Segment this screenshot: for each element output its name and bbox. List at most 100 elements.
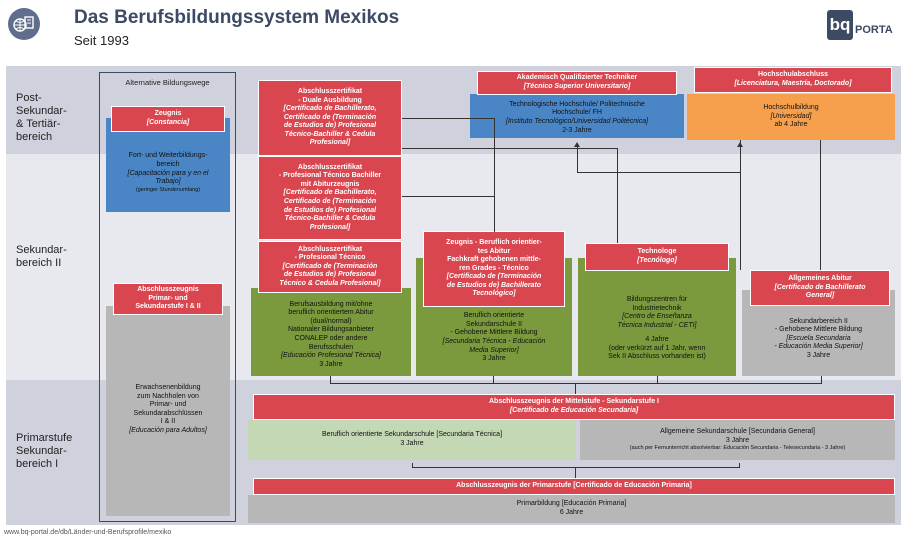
ceti-box: Bildungszentren für Industrietechnik [Ce… [578,258,736,376]
connector [617,242,618,243]
allg-sek1-box: Allgemeine Sekundarschule [Secundaria Ge… [580,420,895,460]
connector [617,148,618,242]
tech-hochschule-spanish: [Instituto Tecnológico/Universidad Polit… [505,118,649,125]
tech-hochschule-duration: 2-3 Jahre [562,126,592,134]
tech-hochschule-label: Technologische Hochschule/ Politechnisch… [509,100,645,117]
logo: bq PORTA [827,10,901,42]
hochschule-label: Hochschulbildung [763,104,819,112]
connector [402,148,617,149]
cert-abitur-sub: [Certificado de Bachillerato General] [774,283,866,300]
hochschule-box: Hochschulbildung [Universidad] ab 4 Jahr… [687,94,895,140]
hochschule-duration: ab 4 Jahre [774,121,808,129]
footer-url[interactable]: www.bq-portal.de/db/Länder-und-Berufspro… [4,529,172,536]
cert-tecnico-box: Abschlusszertifikat - Profesional Técnic… [258,241,402,293]
beruf-sek1-label: Beruflich orientierte Sekundarschule [Se… [321,431,503,439]
page-title: Das Berufsbildungssystem Mexikos [74,7,400,28]
beruf-sek1-duration: 3 Jahre [400,440,424,447]
allg-sek1-note: (auch per Fernunterricht absolvierbar: E… [629,445,846,452]
tech-hochschule-box: Technologische Hochschule/ Politechnisch… [470,94,684,138]
hsa-cert-box: Hochschulabschluss [Licenciatura, Maestr… [694,67,892,93]
ceti-label: Bildungszentren für Industrietechnik [626,295,688,312]
cert-dual-sub: [Certificado de Bachillerato, Certificad… [283,105,377,147]
cert-bachillerato-tec-title: Zeugnis - Beruflich orientier- tes Abitu… [446,238,542,272]
connector [821,376,822,384]
connector [575,467,576,478]
berufsausbildung-box: Berufsausbildung mit/ohne beruflich orie… [251,288,411,376]
connector [820,140,821,270]
page-subtitle: Seit 1993 [74,33,129,48]
beruf-sek1-box: Beruflich orientierte Sekundarschule [Se… [248,420,576,460]
connector [739,463,740,468]
aqt-sub: [Técnico Superior Universitario] [523,83,631,90]
connector [740,140,741,270]
fort-spanish: [Capacitación para y en el Trabajo] [127,169,209,186]
cert-dual-title: Abschlusszertifikat - Duale Ausbildung [297,87,363,104]
primar-label: Primarbildung [Educación Primaria] [516,500,627,508]
beruf-sekundarschule-spanish: [Secundaria Técnica - Educación Media Su… [442,338,546,354]
connector [402,196,494,197]
cert-primar-box: Abschlusszeugnis der Primarstufe [Certif… [253,478,895,495]
sekundarbereich2-label: Sekundarbereich II - Gehobene Mittlere B… [774,317,863,334]
cert-bachillerato-tec-box: Zeugnis - Beruflich orientier- tes Abitu… [423,231,565,307]
abschluss-alt-box: Abschlusszeugnis Primar- und Sekundarstu… [113,283,223,315]
arrow-up-icon [574,142,580,147]
connector [412,463,413,468]
cert-mittelstufe-sub: [Certificado de Educación Secundaria] [509,407,639,414]
hsa-title: Hochschulabschluss [757,71,829,79]
berufsausbildung-spanish: [Educación Profesional Técnica] [281,352,381,360]
fort-label: Fort- und Weiterbildungs- bereich [128,152,208,168]
cert-abitur-box: Allgemeines Abitur [Certificado de Bachi… [750,270,890,306]
erwachsenen-label: Erwachsenenbildung zum Nachholen von Pri… [133,384,203,426]
logo-text: PORTA [855,24,893,36]
zeugnis-title: Zeugnis [154,110,182,118]
connector [412,467,740,468]
cert-mittelstufe-title: Abschlusszeugnis der Mittelstufe - Sekun… [489,398,659,406]
connector [577,147,578,173]
fort-note: (geringer Stundenumfang) [135,186,201,193]
cert-bachiller-box: Abschlusszertifikat - Profesional Técnic… [258,156,402,240]
cert-tecnologo-box: Technologe [Tecnólogo] [585,243,729,271]
alt-column-frame [99,72,236,522]
cert-tecnologo-title: Technologe [637,248,677,256]
alt-column-header: Alternative Bildungswege [125,78,210,87]
zeugnis-box: Zeugnis [Constancia] [111,106,225,132]
ceti-spanish: [Centro de Enseñanza Técnica Industrial … [617,313,697,329]
berufsausbildung-label: Berufsausbildung mit/ohne beruflich orie… [288,300,374,351]
primar-duration: 6 Jahre [559,509,584,516]
cert-tecnico-sub: [Certificado de (Terminación de Estudios… [279,262,381,287]
hochschule-spanish: [Universidad] [770,112,812,120]
connector [330,383,822,384]
primar-box: Primarbildung [Educación Primaria] 6 Jah… [248,495,895,523]
zeugnis-sub: [Constancia] [146,119,190,126]
cert-bachiller-sub: [Certificado de Bachillerato, Certificad… [283,189,377,231]
aqt-title: Akademisch Qualifizierter Techniker [516,74,638,82]
level-label-post: Post- Sekundar- & Tertiär- bereich [16,92,67,143]
logo-mark: bq [827,10,853,40]
cert-dual-box: Abschlusszertifikat - Duale Ausbildung [… [258,80,402,156]
level-label-sek2: Sekundar- bereich II [16,244,67,269]
connector [493,376,494,384]
erwachsenen-spanish: [Educación para Adultos] [129,426,207,434]
allg-sek1-duration: 3 Jahre [725,436,750,444]
beruf-sekundarschule-label: Beruflich orientierte Sekundarschule II … [450,312,538,337]
sekundarbereich2-spanish: [Escuela Secundaria - Educación Media Su… [774,334,863,351]
globe-book-icon [8,8,40,40]
berufsausbildung-duration: 3 Jahre [319,360,343,368]
connector [330,376,331,384]
beruf-sekundarschule-duration: 3 Jahre [482,355,506,363]
ceti-duration: 4 Jahre (oder verkürzt auf 1 Jahr, wenn … [608,336,706,361]
connector [657,376,658,384]
cert-abitur-title: Allgemeines Abitur [788,275,852,283]
fort-box: Fort- und Weiterbildungs- bereich [Capac… [106,118,230,212]
allg-sek1-label: Allgemeine Sekundarschule [Secundaria Ge… [660,427,815,435]
connector [578,172,740,173]
level-label-prim: Primarstufe Sekundar- bereich I [16,432,73,470]
erwachsenen-box: Erwachsenenbildung zum Nachholen von Pri… [106,306,230,516]
connector [575,384,576,394]
hsa-sub: [Licenciatura, Maestría, Doctorado] [734,80,852,87]
cert-tecnico-title: Abschlusszertifikat - Profesional Técnic… [294,245,366,262]
cert-bachillerato-tec-sub: [Certificado de (Terminación de Estudios… [446,273,542,298]
aqt-cert-box: Akademisch Qualifizierter Techniker [Téc… [477,71,677,95]
cert-tecnologo-sub: [Tecnólogo] [637,257,677,264]
